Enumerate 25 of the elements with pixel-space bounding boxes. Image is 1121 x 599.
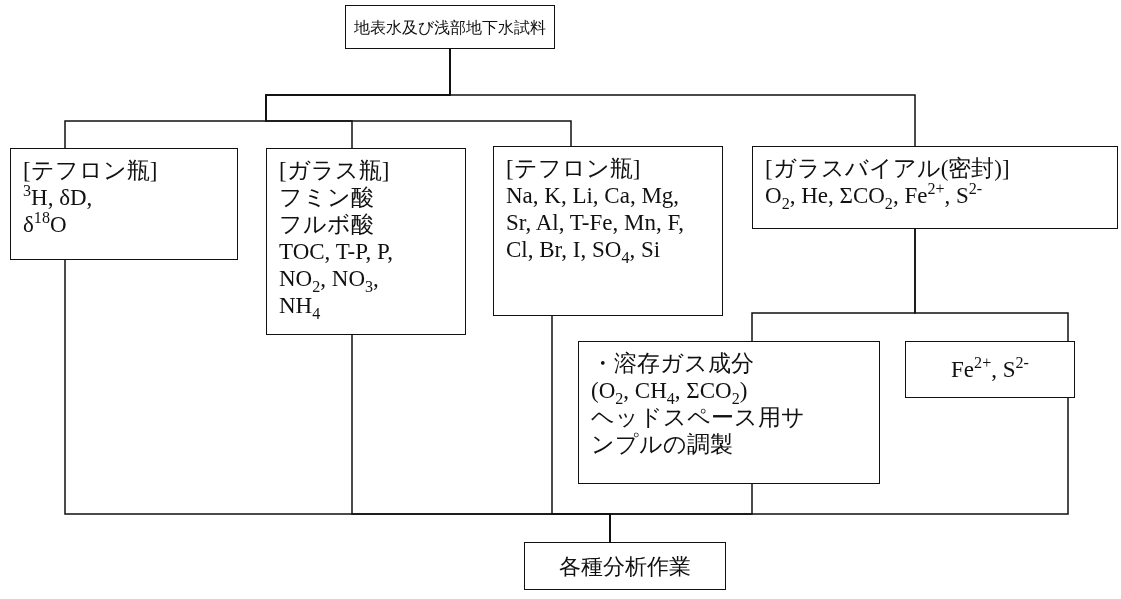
process-box: [345, 5, 555, 49]
box-text: ・溶存ガス成分: [591, 350, 755, 377]
box-text: $^{3}$H, δD, δ$^{18}$O: [23, 184, 94, 238]
process-box: [493, 146, 723, 316]
box-text: フルボ酸: [279, 211, 375, 238]
process-box: [905, 341, 1075, 398]
box-text: 地表水及び浅部地下水試料: [354, 17, 546, 38]
box-heading: [ガラスバイアル(密封)]: [765, 155, 1011, 182]
process-box: [752, 146, 1118, 229]
process-box: [524, 542, 726, 590]
box-text: TOC, T-P, P, NO$_{2}$, NO$_{3}$, NH$_{4}$: [279, 238, 394, 319]
process-box: [10, 148, 238, 260]
box-text: ヘッドスペース用サンプルの調製: [591, 404, 806, 458]
connector-line: [914, 228, 1069, 342]
box-text: フミン酸: [279, 184, 375, 211]
box-heading: [テフロン瓶]: [506, 155, 642, 182]
box-text: (O$_{2}$, CH$_{4}$, ΣCO$_{2}$): [591, 377, 749, 404]
box-heading: [テフロン瓶]: [23, 157, 159, 184]
process-box: [266, 148, 466, 335]
box-text: Na, K, Li, Ca, Mg, Sr, Al, T-Fe, Mn, F, Cl, Br, I, SO$_{4}$, Si: [506, 182, 686, 263]
process-box: [578, 341, 880, 484]
box-text: O$_{2}$, He, ΣCO$_{2}$, Fe$^{2+}$, S$^{2-}$: [765, 182, 984, 209]
box-heading: [ガラス瓶]: [279, 157, 391, 184]
box-text: 各種分析作業: [559, 552, 691, 580]
box-text: Fe$^{2+}$, S$^{2-}$: [951, 356, 1029, 383]
